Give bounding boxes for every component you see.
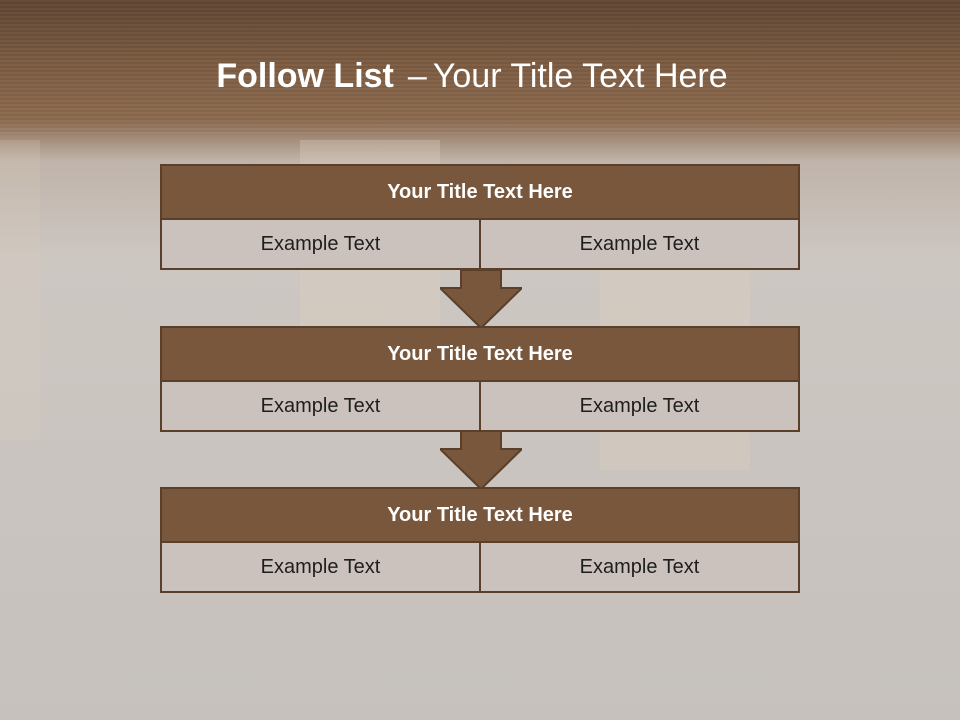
title-bold: Follow List [216,57,394,95]
background-shape [0,140,40,440]
step-cell-right: Example Text [481,543,800,593]
step-title: Your Title Text Here [160,487,800,543]
down-arrow-icon [440,431,522,491]
step-row: Example Text Example Text [160,543,800,593]
step-cell-left: Example Text [160,543,481,593]
step-title: Your Title Text Here [160,164,800,220]
step-cell-right: Example Text [481,382,800,432]
step-row: Example Text Example Text [160,220,800,270]
step-block-1: Your Title Text Here Example Text Exampl… [160,164,800,270]
step-title: Your Title Text Here [160,326,800,382]
step-row: Example Text Example Text [160,382,800,432]
step-cell-left: Example Text [160,220,481,270]
down-arrow-icon [440,270,522,330]
step-block-2: Your Title Text Here Example Text Exampl… [160,326,800,432]
slide-title: Follow List–Your Title Text Here [0,52,944,100]
step-cell-right: Example Text [481,220,800,270]
title-rest: Your Title Text Here [432,57,728,95]
title-dash: – [407,57,427,95]
header-band [0,0,960,135]
step-block-3: Your Title Text Here Example Text Exampl… [160,487,800,593]
step-cell-left: Example Text [160,382,481,432]
